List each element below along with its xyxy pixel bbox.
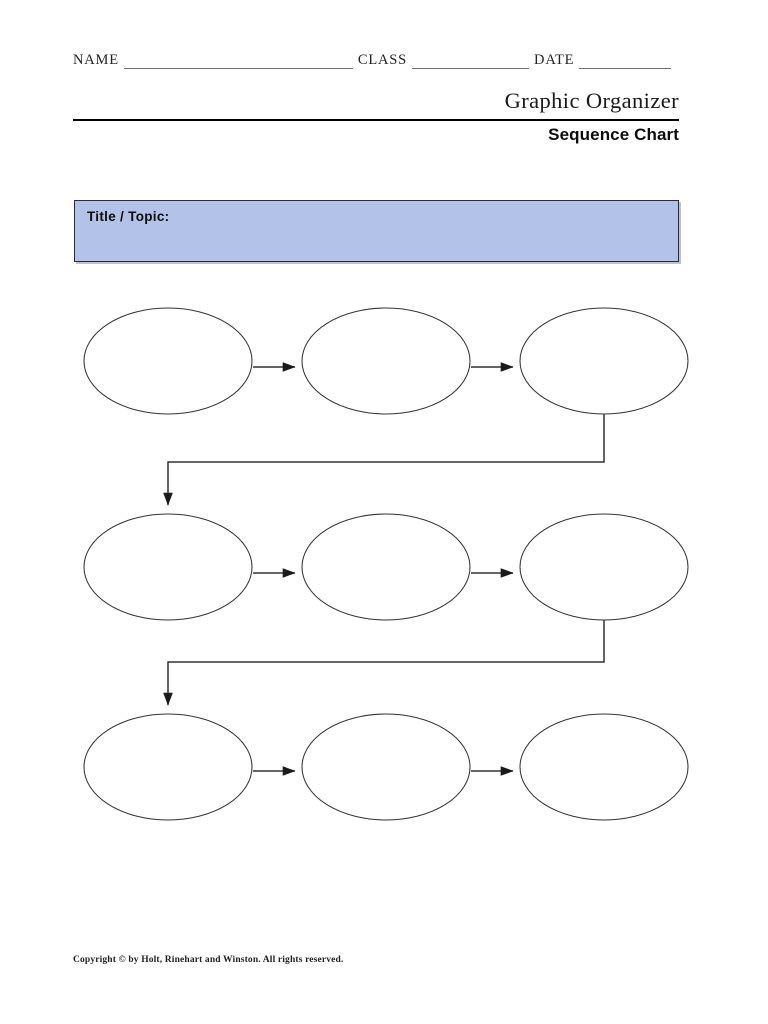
sequence-node-step-3[interactable]: [519, 307, 689, 415]
title-topic-box[interactable]: Title / Topic:: [74, 200, 679, 262]
sequence-node-step-6[interactable]: [519, 513, 689, 621]
page-title: Graphic Organizer: [504, 88, 679, 113]
sequence-node-step-2[interactable]: [301, 307, 471, 415]
class-input[interactable]: [412, 54, 530, 69]
sequence-node-step-8[interactable]: [301, 713, 471, 821]
name-label: NAME: [73, 52, 119, 68]
title-topic-label: Title / Topic:: [87, 209, 170, 224]
class-label: CLASS: [357, 52, 408, 68]
student-info-row: NAME CLASS DATE: [73, 47, 679, 69]
sequence-node-step-5[interactable]: [301, 513, 471, 621]
name-input[interactable]: [123, 54, 353, 69]
arrow-step6-to-step7: [163, 620, 605, 706]
arrow-step3-to-step4: [163, 414, 605, 506]
sequence-node-step-1[interactable]: [83, 307, 253, 415]
date-input[interactable]: [579, 54, 672, 69]
date-label: DATE: [534, 52, 575, 68]
sequence-node-step-7[interactable]: [83, 713, 253, 821]
sequence-node-step-4[interactable]: [83, 513, 253, 621]
page-subtitle: Sequence Chart: [548, 125, 679, 144]
header-divider: [73, 119, 679, 121]
copyright-notice: Copyright © by Holt, Rinehart and Winsto…: [73, 955, 344, 965]
sequence-node-step-9[interactable]: [519, 713, 689, 821]
